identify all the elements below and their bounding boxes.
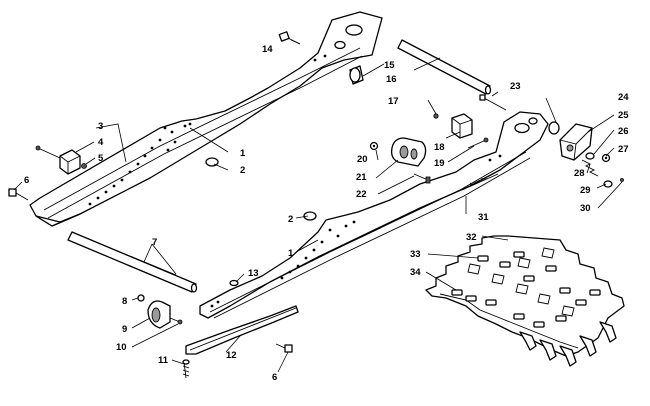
rail-logo: Arctic Cat: [461, 173, 499, 191]
rear-cross-shaft: [397, 39, 492, 95]
callout-29: 29: [580, 185, 591, 196]
slider-block-9: [147, 300, 171, 329]
callout-23: 23: [510, 81, 521, 92]
callout-34: 34: [410, 267, 421, 278]
callout-27: 27: [618, 144, 629, 155]
rail-logo-text: Arctic Cat: [469, 175, 489, 187]
callout-9: 9: [122, 324, 127, 335]
callout-8: 8: [122, 296, 127, 307]
rail-holes: [210, 154, 502, 308]
nut-20: [369, 141, 379, 151]
callouts: 14 15 16 23 17 24 25 26 27 28 29 30 3 4 …: [24, 44, 629, 383]
callout-14: 14: [262, 44, 273, 55]
washer-26: [585, 152, 595, 160]
wear-strip-12: [185, 305, 299, 355]
callout-4: 4: [98, 137, 104, 148]
callout-22: 22: [356, 189, 367, 200]
front-cross-shaft: [67, 231, 198, 293]
rail-holes: [88, 54, 327, 206]
spring-28: [581, 159, 599, 177]
callout-18: 18: [434, 142, 445, 153]
washer-2-front: [303, 211, 317, 221]
callout-13: 13: [248, 268, 259, 279]
track-windows: [467, 247, 575, 317]
callout-20: 20: [357, 154, 368, 165]
spacer-24: [548, 121, 560, 135]
callout-11: 11: [158, 355, 169, 366]
spacer-15: [349, 65, 364, 85]
bolt-19: [467, 137, 489, 149]
front-slide-rail: Arctic Cat: [199, 111, 549, 319]
callout-15: 15: [384, 60, 395, 71]
rear-slide-rail: [29, 11, 383, 227]
bolt-11: [182, 359, 190, 379]
washer-29: [603, 180, 613, 188]
slider-block-21: [390, 137, 427, 167]
bolt-14: [278, 31, 301, 45]
bolt-22: [413, 173, 431, 184]
nut-27: [601, 153, 611, 163]
track-32: [425, 235, 625, 367]
bolt-23: [479, 94, 507, 111]
callout-25: 25: [618, 110, 629, 121]
callout-6-rear: 6: [24, 175, 29, 186]
callout-24: 24: [618, 92, 629, 103]
nut-17: [433, 113, 439, 119]
callout-1-front: 1: [288, 248, 294, 259]
bolt-6-rear: [8, 188, 29, 201]
callout-1-rear: 1: [240, 148, 246, 159]
bolt-10: [169, 317, 183, 325]
callout-16: 16: [386, 74, 397, 85]
track-clips-34: [451, 289, 567, 328]
callout-12: 12: [226, 350, 237, 361]
track-clips-33: [477, 251, 601, 306]
callout-7: 7: [152, 237, 157, 248]
callout-10: 10: [116, 342, 127, 353]
callout-2-front: 2: [288, 214, 293, 225]
callout-21: 21: [356, 172, 367, 183]
cotter-30: [620, 178, 624, 182]
callout-32: 32: [466, 232, 477, 243]
track-lugs: [519, 321, 617, 367]
mount-block-18: [451, 113, 473, 139]
callout-3: 3: [98, 121, 103, 132]
leader-lines: [13, 39, 623, 373]
callout-17: 17: [388, 96, 399, 107]
nut-8: [137, 294, 145, 302]
bolt-3: [35, 145, 61, 159]
callout-33: 33: [410, 249, 421, 260]
mount-block-4: [59, 149, 81, 175]
bolt-6-front: [275, 343, 293, 353]
callout-31: 31: [478, 212, 489, 223]
callout-6-front: 6: [272, 372, 277, 383]
callout-28: 28: [574, 168, 585, 179]
callout-5: 5: [98, 153, 104, 164]
callout-19: 19: [434, 158, 445, 169]
callout-2-rear: 2: [240, 165, 245, 176]
callout-30: 30: [580, 203, 591, 214]
nut-5: [81, 163, 87, 169]
callout-26: 26: [618, 126, 629, 137]
adjuster-block-25: [559, 123, 593, 161]
